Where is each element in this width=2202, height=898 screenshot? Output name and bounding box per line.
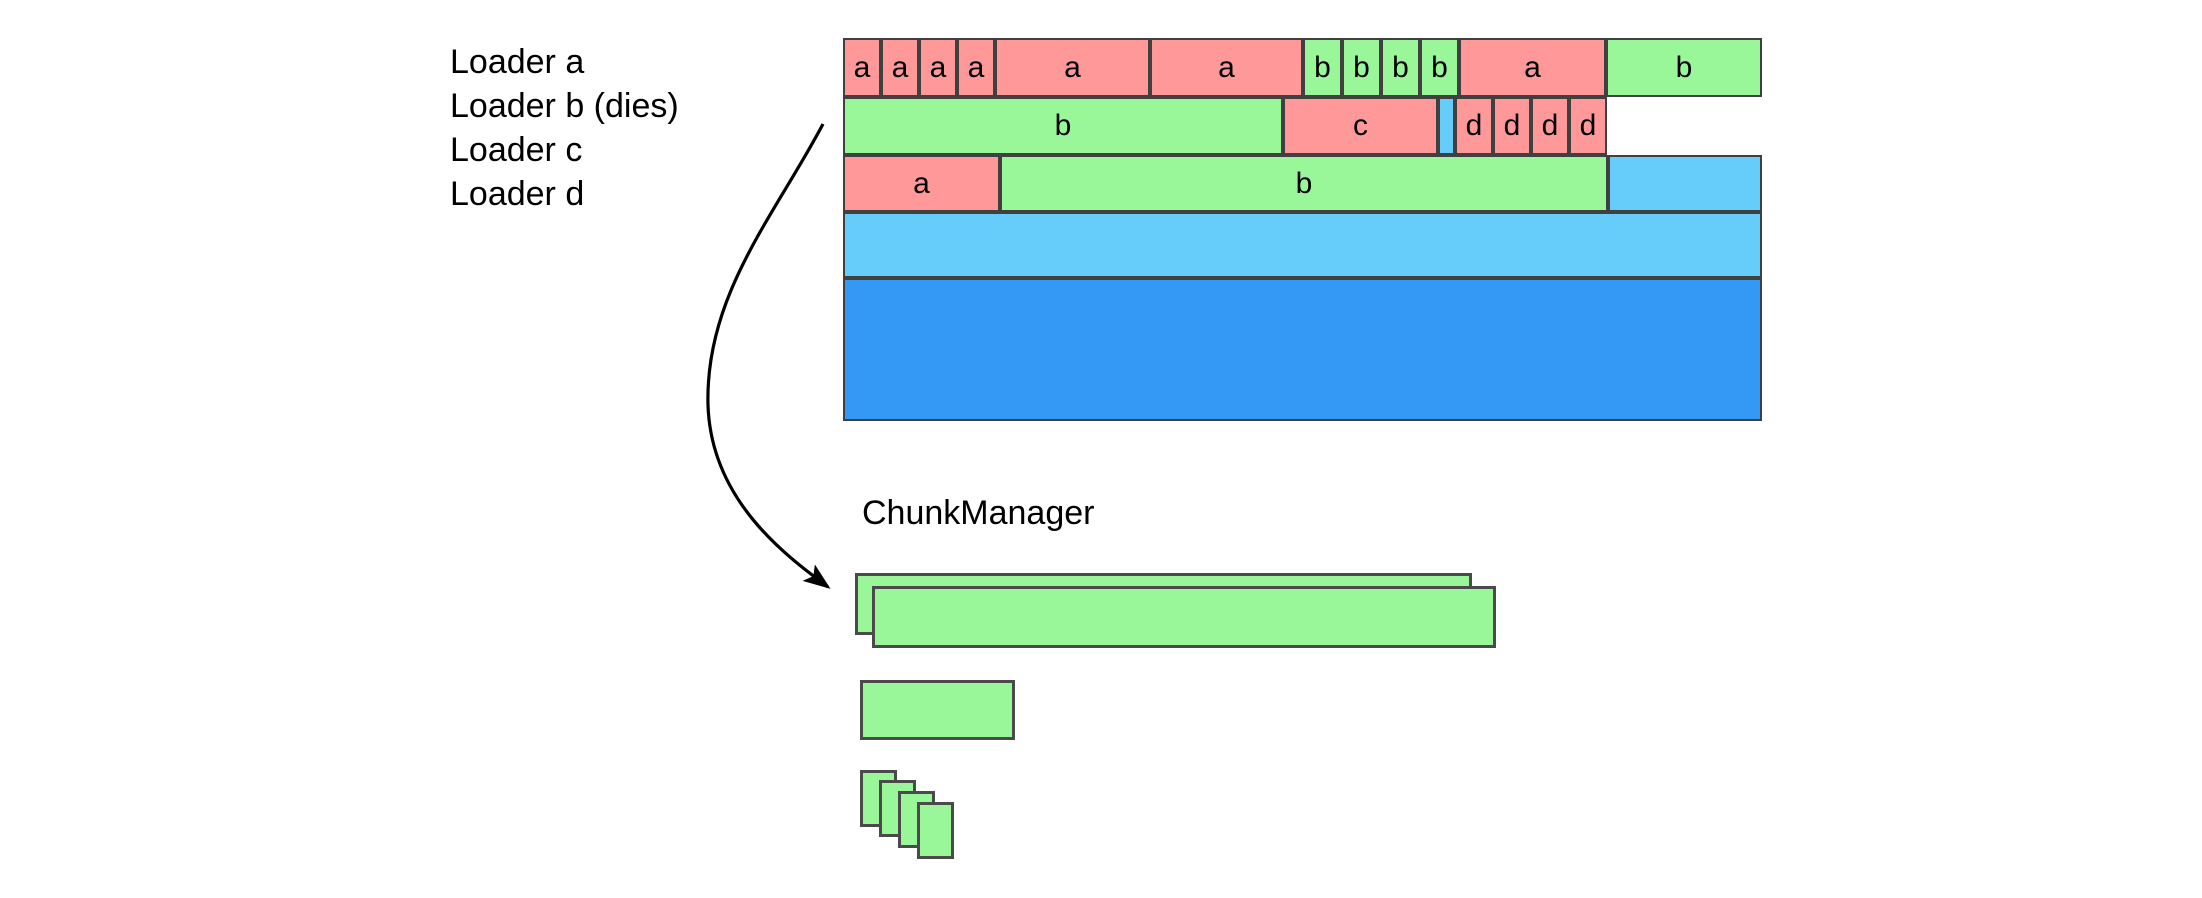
segment-label: c — [1353, 109, 1368, 142]
light-blue-fill-row1 — [1438, 97, 1455, 155]
timeline-segment-r1-2-d: d — [1455, 97, 1493, 155]
segment-label: b — [1353, 50, 1370, 84]
segment-label: d — [1503, 109, 1521, 142]
timeline-segment-r3-0 — [843, 212, 1762, 278]
legend-item-loader-d: Loader d — [450, 175, 585, 213]
timeline-segment-r0-10-a: a — [1459, 38, 1606, 97]
segment-label: b — [1054, 109, 1072, 142]
segment-label: a — [1064, 50, 1081, 84]
timeline-segment-r1-0-b: b — [843, 97, 1283, 155]
segment-label: a — [1218, 50, 1235, 84]
legend-item-loader-b: Loader b (dies) — [450, 87, 679, 125]
segment-label: b — [1295, 166, 1313, 200]
timeline-segment-r2-1-b: b — [1000, 155, 1608, 212]
chunk-large-front — [872, 586, 1496, 648]
timeline-segment-r0-3-a: a — [957, 38, 995, 97]
legend-item-loader-a: Loader a — [450, 43, 585, 81]
segment-label: b — [1675, 50, 1693, 84]
timeline-segment-r4-0 — [843, 278, 1762, 421]
segment-label: a — [891, 50, 909, 84]
timeline-segment-r1-4-d: d — [1531, 97, 1569, 155]
timeline-segment-r0-0-a: a — [843, 38, 881, 97]
timeline-segment-r0-11-b: b — [1606, 38, 1762, 97]
chunk-manager-title: ChunkManager — [862, 494, 1095, 532]
segment-label: a — [1524, 50, 1541, 84]
chunk-small-4 — [917, 802, 954, 859]
loader-legend: Loader a Loader b (dies) Loader c Loader… — [450, 40, 780, 216]
segment-label: a — [913, 166, 930, 200]
legend-item-loader-c: Loader c — [450, 131, 583, 169]
segment-label: a — [929, 50, 947, 84]
light-blue-fill-row2 — [1608, 155, 1762, 212]
timeline-segment-r1-1-c: c — [1283, 97, 1438, 155]
timeline-segment-r0-1-a: a — [881, 38, 919, 97]
segment-label: b — [1431, 50, 1448, 84]
segment-label: a — [967, 50, 985, 84]
segment-label: b — [1314, 50, 1331, 84]
timeline-segment-r0-2-a: a — [919, 38, 957, 97]
chunk-medium — [860, 680, 1015, 740]
timeline-segment-r0-8-b: b — [1381, 38, 1420, 97]
segment-label: d — [1579, 109, 1597, 142]
timeline-segment-r0-4-a: a — [995, 38, 1150, 97]
timeline-segment-r1-5-d: d — [1569, 97, 1607, 155]
segment-label: d — [1465, 109, 1483, 142]
timeline-segment-r0-6-b: b — [1303, 38, 1342, 97]
timeline-segment-r2-0-a: a — [843, 155, 1000, 212]
segment-label: b — [1392, 50, 1409, 84]
timeline-segment-r0-5-a: a — [1150, 38, 1303, 97]
timeline-segment-r0-9-b: b — [1420, 38, 1459, 97]
timeline-segment-r0-7-b: b — [1342, 38, 1381, 97]
timeline-segment-r1-3-d: d — [1493, 97, 1531, 155]
segment-label: d — [1541, 109, 1559, 142]
segment-label: a — [853, 50, 871, 84]
